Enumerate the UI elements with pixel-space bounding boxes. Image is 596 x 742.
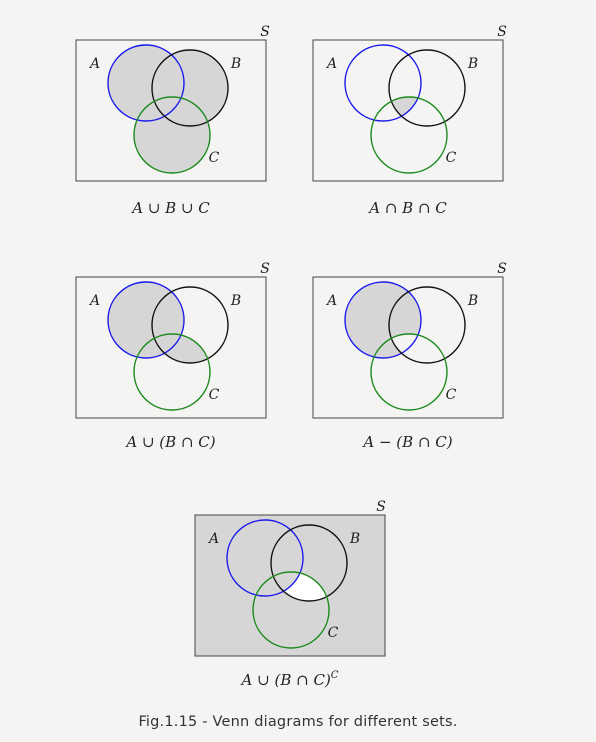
shaded-region (108, 282, 210, 363)
set-a-label: A (88, 56, 100, 72)
set-expression: A ∪ (B ∩ C)C (240, 670, 339, 689)
set-expression: A ∪ (B ∩ C) (124, 433, 215, 451)
shaded-region (108, 45, 228, 173)
set-b-circle (388, 286, 466, 364)
shaded-region (345, 282, 421, 358)
figure-caption: Fig.1.15 - Venn diagrams for different s… (138, 714, 458, 730)
set-b-label: B (467, 293, 478, 309)
universe-label: S (260, 261, 270, 277)
set-a-circle (107, 44, 185, 122)
set-b-circle (151, 49, 229, 127)
set-c-label: C (446, 150, 457, 166)
universe-label: S (260, 24, 270, 40)
universe-rect (312, 276, 504, 419)
set-a-circle (344, 44, 422, 122)
universe-label: S (376, 499, 386, 515)
set-a-label: A (207, 531, 219, 547)
set-b-label: B (230, 293, 241, 309)
set-a-circle (226, 519, 304, 597)
set-expression: A ∩ B ∩ C (367, 199, 447, 217)
set-c-label: C (209, 150, 220, 166)
venn-panel-union-all: S A B C A ∪ B ∪ C (75, 24, 270, 217)
set-a-label: A (88, 293, 100, 309)
set-c-circle (133, 96, 211, 174)
set-c-circle (370, 96, 448, 174)
set-c-circle (133, 333, 211, 411)
universe-rect (75, 276, 267, 419)
venn-panel-intersection-all: S A B C A ∩ B ∩ C (312, 24, 507, 217)
set-c-label: C (328, 625, 339, 641)
venn-panel-complement-union: S A B C A ∪ (B ∩ C)C (194, 499, 386, 689)
universe-label: S (497, 24, 507, 40)
set-a-circle (344, 281, 422, 359)
shaded-region (195, 515, 385, 656)
set-c-label: C (446, 387, 457, 403)
universe-rect (194, 514, 386, 657)
set-a-label: A (325, 293, 337, 309)
venn-panel-a-minus-b-int-c: S A B C A − (B ∩ C) (312, 261, 507, 451)
set-b-label: B (467, 56, 478, 72)
set-c-circle (252, 571, 330, 649)
set-c-label: C (209, 387, 220, 403)
set-a-circle (107, 281, 185, 359)
venn-panel-a-union-b-int-c: S A B C A ∪ (B ∩ C) (75, 261, 270, 451)
complement-superscript: C (331, 670, 339, 681)
set-b-circle (270, 524, 348, 602)
set-b-circle (151, 286, 229, 364)
set-a-label: A (325, 56, 337, 72)
set-c-circle (370, 333, 448, 411)
universe-label: S (497, 261, 507, 277)
set-b-label: B (230, 56, 241, 72)
set-expression: A ∪ B ∪ C (130, 199, 210, 217)
universe-rect (75, 39, 267, 182)
universe-rect (312, 39, 504, 182)
set-b-label: B (349, 531, 360, 547)
set-expression: A − (B ∩ C) (361, 433, 452, 451)
set-b-circle (388, 49, 466, 127)
